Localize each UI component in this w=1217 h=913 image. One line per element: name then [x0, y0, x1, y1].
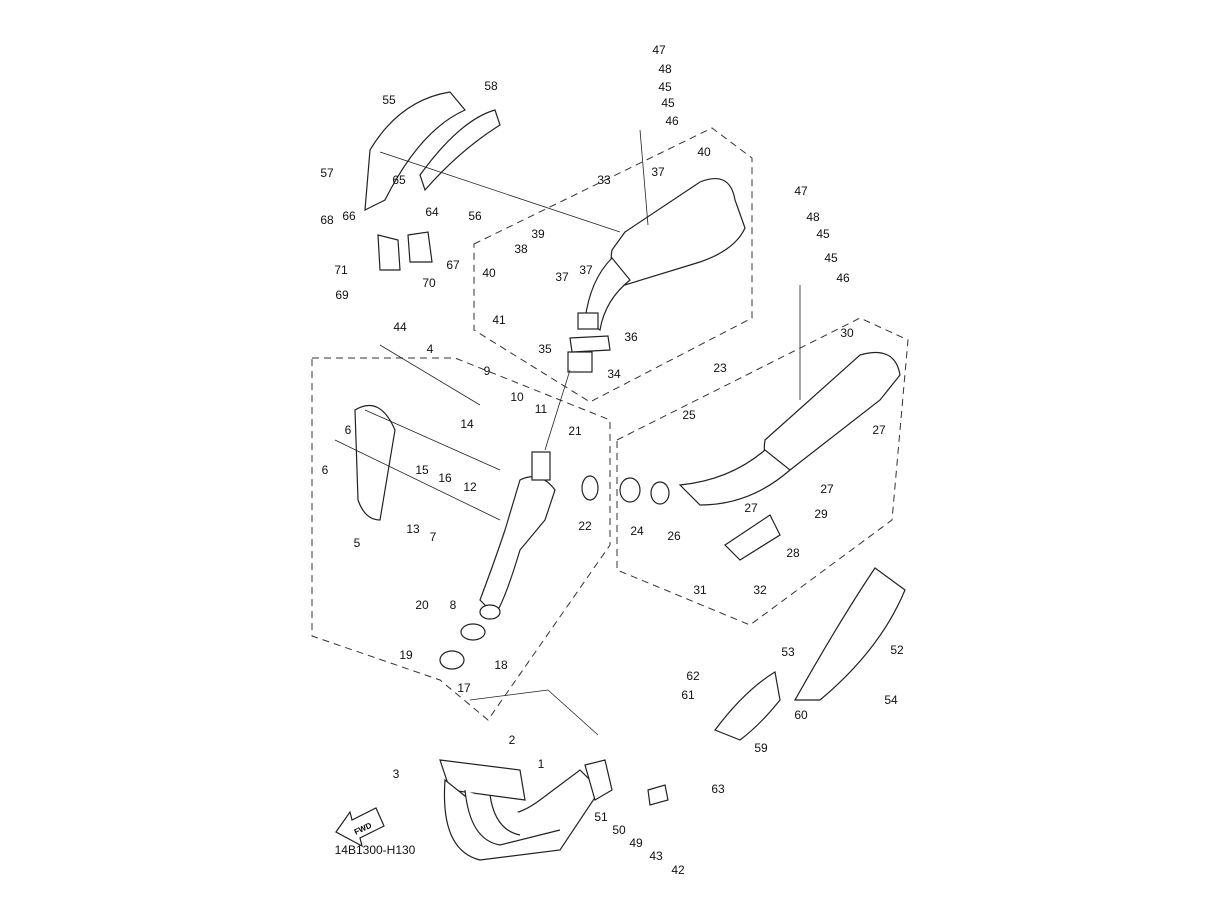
part-callout-47: 47 — [794, 184, 808, 198]
part-callout-7: 7 — [430, 530, 437, 544]
part-callout-49: 49 — [629, 836, 643, 850]
part-callout-5: 5 — [354, 536, 361, 550]
part-callout-35: 35 — [538, 342, 552, 356]
part-callout-37: 37 — [651, 165, 665, 179]
part-callout-65: 65 — [392, 173, 406, 187]
part-callout-47: 47 — [652, 43, 666, 57]
group-box-23 — [616, 317, 909, 626]
part-callout-22: 22 — [578, 519, 592, 533]
part-callout-26: 26 — [667, 529, 681, 543]
leader-lines — [334, 129, 801, 736]
part-callout-54: 54 — [884, 693, 898, 707]
part-callout-55: 55 — [382, 93, 396, 107]
part-callout-29: 29 — [814, 507, 828, 521]
part-callout-23: 23 — [713, 361, 727, 375]
exhaust-joint-pipe — [354, 405, 670, 670]
group-box-4 — [311, 357, 611, 721]
part-callout-48: 48 — [658, 62, 672, 76]
part-callout-33: 33 — [597, 173, 611, 187]
part-callout-36: 36 — [624, 330, 638, 344]
part-callout-69: 69 — [335, 288, 349, 302]
part-callout-66: 66 — [342, 209, 356, 223]
part-callout-53: 53 — [781, 645, 795, 659]
exhaust-header-pipes — [439, 759, 669, 861]
part-callout-43: 43 — [649, 849, 663, 863]
part-callout-1: 1 — [538, 757, 545, 771]
part-callout-57: 57 — [320, 166, 334, 180]
part-callout-27: 27 — [820, 482, 834, 496]
part-callout-10: 10 — [510, 390, 524, 404]
part-callout-18: 18 — [494, 658, 508, 672]
part-callout-61: 61 — [681, 688, 695, 702]
diagram-code: 14B1300-H130 — [335, 843, 416, 857]
part-callout-44: 44 — [393, 320, 407, 334]
part-callout-2: 2 — [509, 733, 516, 747]
part-callout-27: 27 — [744, 501, 758, 515]
part-callout-3: 3 — [393, 767, 400, 781]
part-callout-67: 67 — [446, 258, 460, 272]
part-callout-39: 39 — [531, 227, 545, 241]
part-callout-45: 45 — [816, 227, 830, 241]
part-callout-13: 13 — [406, 522, 420, 536]
part-callout-37: 37 — [555, 270, 569, 284]
part-callout-64: 64 — [425, 205, 439, 219]
part-callout-68: 68 — [320, 213, 334, 227]
part-callout-37: 37 — [579, 263, 593, 277]
part-callout-14: 14 — [460, 417, 474, 431]
part-callout-56: 56 — [468, 209, 482, 223]
part-callout-42: 42 — [671, 863, 685, 877]
part-callout-70: 70 — [422, 276, 436, 290]
part-callout-11: 11 — [535, 402, 548, 416]
part-callout-48: 48 — [806, 210, 820, 224]
muffler-upper-part — [567, 178, 746, 373]
part-callout-20: 20 — [415, 598, 429, 612]
muffler-lower-part — [678, 351, 901, 561]
part-callout-25: 25 — [682, 408, 696, 422]
group-box-33 — [473, 127, 753, 403]
part-callout-45: 45 — [661, 96, 675, 110]
part-callout-50: 50 — [612, 823, 626, 837]
part-callout-28: 28 — [786, 546, 800, 560]
part-callout-17: 17 — [457, 681, 471, 695]
part-callout-21: 21 — [568, 424, 582, 438]
part-callout-6: 6 — [345, 423, 352, 437]
part-callout-4: 4 — [427, 342, 434, 356]
part-callout-27: 27 — [872, 423, 886, 437]
part-callout-16: 16 — [438, 471, 452, 485]
heat-shield-upper — [364, 91, 501, 271]
part-callout-62: 62 — [686, 669, 700, 683]
part-callout-45: 45 — [824, 251, 838, 265]
part-callout-32: 32 — [753, 583, 767, 597]
part-callout-60: 60 — [794, 708, 808, 722]
part-callout-19: 19 — [399, 648, 413, 662]
part-callout-9: 9 — [484, 364, 491, 378]
part-callout-58: 58 — [484, 79, 498, 93]
part-callout-52: 52 — [890, 643, 904, 657]
part-callout-15: 15 — [415, 463, 429, 477]
fwd-arrow-icon: FWD — [335, 807, 385, 848]
part-callout-45: 45 — [658, 80, 672, 94]
part-callout-31: 31 — [693, 583, 707, 597]
part-callout-71: 71 — [334, 263, 348, 277]
part-callout-51: 51 — [594, 810, 608, 824]
part-callout-46: 46 — [665, 114, 679, 128]
part-callout-46: 46 — [836, 271, 850, 285]
lower-heat-shields — [714, 567, 906, 741]
part-callout-63: 63 — [711, 782, 725, 796]
part-callout-41: 41 — [492, 313, 506, 327]
part-callout-12: 12 — [463, 480, 477, 494]
part-callout-30: 30 — [840, 326, 854, 340]
part-callout-24: 24 — [630, 524, 644, 538]
part-callout-38: 38 — [514, 242, 528, 256]
part-callout-8: 8 — [450, 598, 457, 612]
part-callout-6: 6 — [322, 463, 329, 477]
part-callout-40: 40 — [697, 145, 711, 159]
part-callout-59: 59 — [754, 741, 768, 755]
part-callout-34: 34 — [607, 367, 621, 381]
part-callout-40: 40 — [482, 266, 496, 280]
